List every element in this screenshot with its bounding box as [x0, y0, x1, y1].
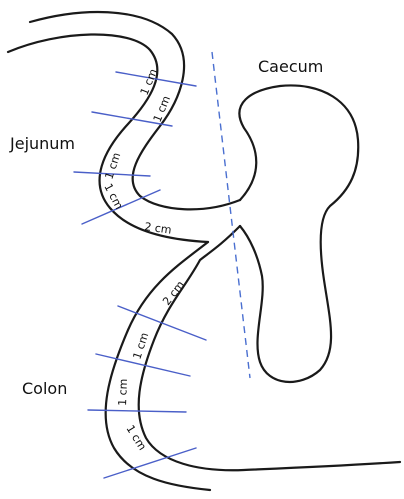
colon-outer-wall [106, 242, 210, 490]
cut-line-7 [88, 410, 186, 412]
segment-label: 1 cm [138, 67, 160, 97]
jejunum-label: Jejunum [9, 134, 75, 153]
colon-inner-wall [139, 226, 400, 470]
caecum-label: Caecum [258, 57, 323, 76]
segment-label: 1 cm [101, 181, 125, 211]
colon-label: Colon [22, 379, 67, 398]
segment-label: 2 cm [144, 220, 173, 237]
segment-label: 1 cm [151, 94, 173, 124]
caecum-wall [239, 85, 358, 382]
segment-label: 2 cm [160, 278, 187, 307]
segment-label: 1 cm [116, 378, 130, 406]
